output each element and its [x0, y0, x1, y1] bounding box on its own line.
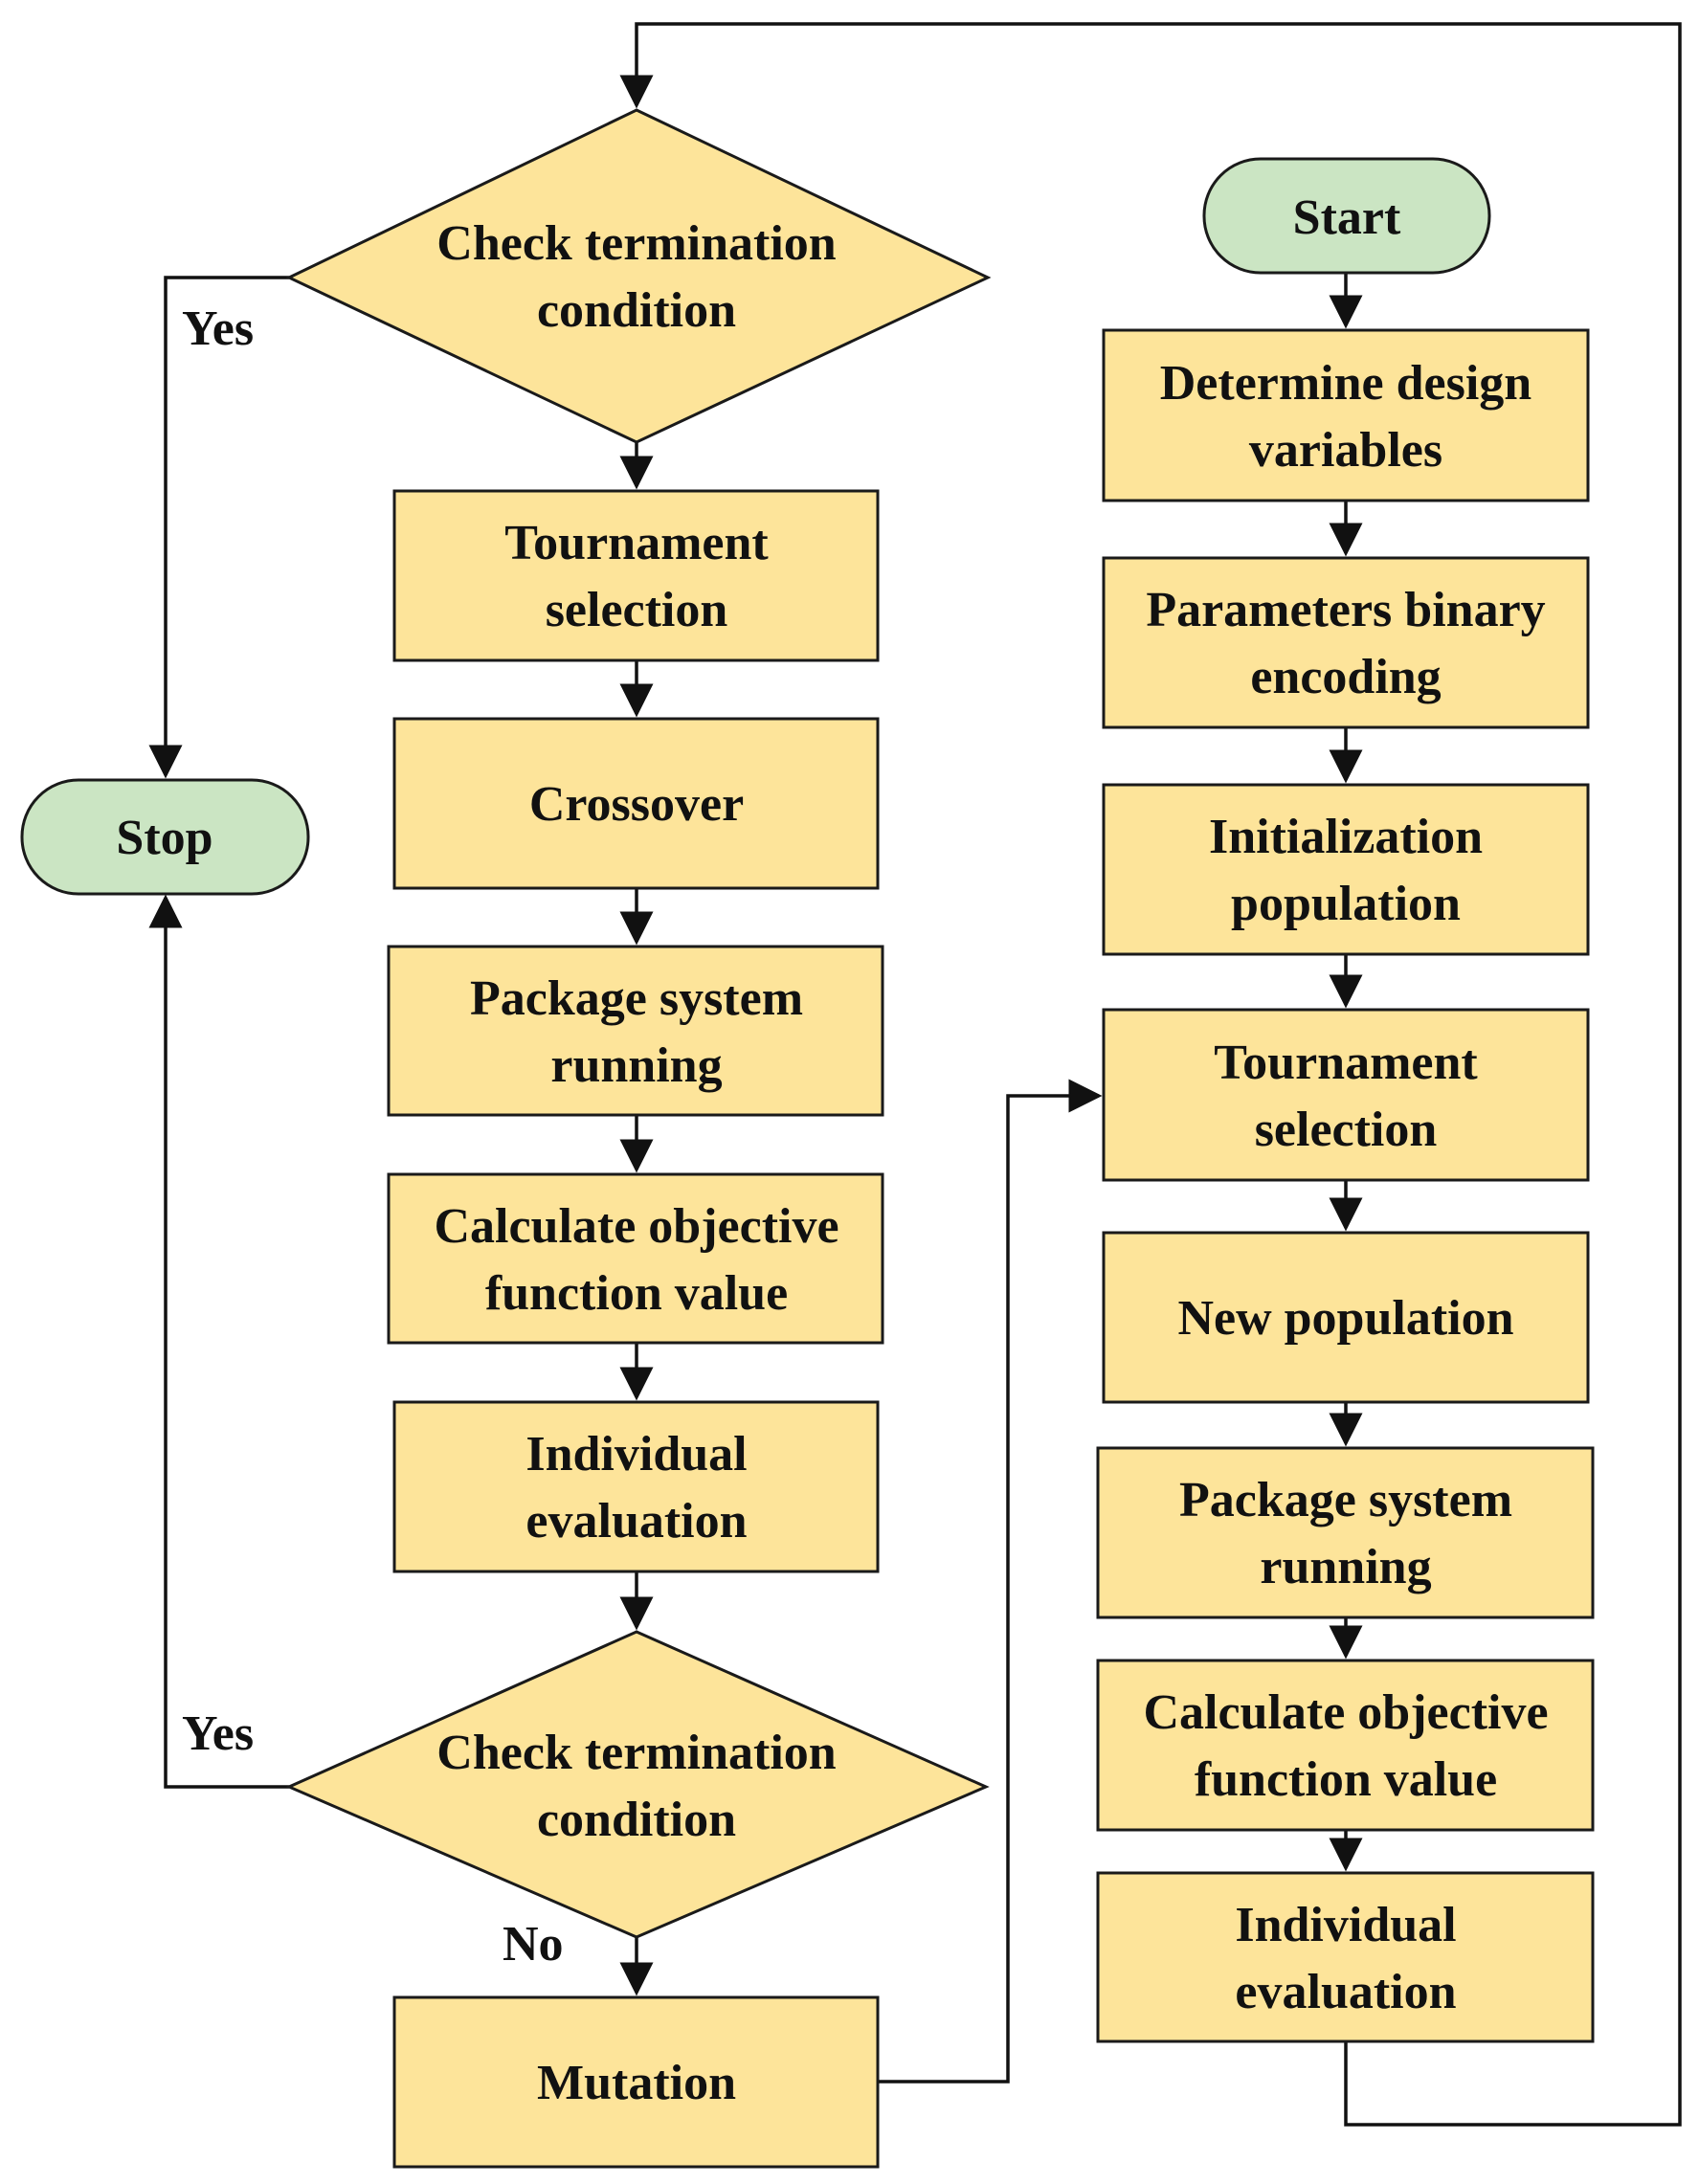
edge-labels: Yes Yes No	[182, 301, 564, 1972]
check-termination-bottom-decision: Check termination condition	[285, 1630, 990, 1939]
label-line: population	[1231, 877, 1461, 931]
edge-top-yes-to-stop	[148, 276, 289, 779]
label-line: Parameters binary	[1146, 583, 1545, 637]
left-package-system-box: Package system running	[387, 945, 884, 1117]
label-line: Initialization	[1209, 810, 1483, 864]
no-label-bottom: No	[503, 1917, 564, 1972]
label-line: running	[550, 1038, 722, 1093]
right-individual-evaluation-label: Individual evaluation	[1235, 1898, 1456, 2019]
label-line: condition	[537, 283, 736, 338]
yes-label-bottom: Yes	[182, 1706, 254, 1761]
new-population-box: New population	[1102, 1231, 1590, 1404]
label-line: evaluation	[1235, 1965, 1456, 2019]
check-termination-top-decision: Check termination condition	[285, 108, 992, 444]
left-calculate-objective-box: Calculate objective function value	[387, 1172, 884, 1345]
initialization-population-box: Initialization population	[1102, 783, 1590, 956]
label-line: encoding	[1250, 650, 1441, 704]
label-line: function value	[1195, 1752, 1497, 1807]
label-line: Determine design	[1160, 356, 1532, 411]
label-line: Tournament	[504, 516, 769, 570]
right-package-system-label: Package system running	[1179, 1473, 1512, 1594]
label-line: Mutation	[537, 2056, 736, 2110]
right-calculate-objective-label: Calculate objective function value	[1143, 1685, 1548, 1807]
determine-design-variables-box: Determine design variables	[1102, 328, 1590, 502]
edge-loop-back	[619, 22, 1682, 2127]
label-line: running	[1260, 1540, 1431, 1594]
determine-design-variables-label: Determine design variables	[1160, 356, 1532, 478]
label-line: Crossover	[529, 777, 744, 832]
new-population-label: New population	[1177, 1291, 1513, 1346]
check-termination-bottom-label: Check termination condition	[436, 1726, 836, 1847]
label-line: selection	[546, 583, 728, 637]
label-line: Stop	[116, 811, 212, 865]
left-individual-evaluation-label: Individual evaluation	[525, 1427, 747, 1549]
right-individual-evaluation-box: Individual evaluation	[1096, 1871, 1595, 2043]
stop-label: Stop	[116, 811, 212, 865]
nodes: Start Stop Check termination condition Ch…	[20, 108, 1595, 2169]
stop-terminal: Stop	[20, 778, 310, 896]
label-line: condition	[537, 1793, 736, 1847]
label-line: Check termination	[436, 216, 836, 271]
start-terminal: Start	[1202, 157, 1491, 275]
label-line: Calculate objective	[1143, 1685, 1548, 1740]
right-tournament-selection-box: Tournament selection	[1102, 1008, 1590, 1182]
label-line: Individual	[525, 1427, 747, 1482]
label-line: Tournament	[1214, 1036, 1478, 1090]
edge-mutation-to-tournament	[879, 1079, 1103, 2084]
label-line: Calculate objective	[434, 1199, 838, 1254]
mutation-label: Mutation	[537, 2056, 736, 2110]
label-line: Individual	[1235, 1898, 1456, 1952]
parameters-binary-encoding-box: Parameters binary encoding	[1102, 556, 1590, 729]
edge-bottom-yes-to-stop	[148, 894, 289, 1789]
left-tournament-selection-box: Tournament selection	[392, 489, 880, 662]
left-package-system-label: Package system running	[470, 971, 803, 1093]
parameters-binary-encoding-label: Parameters binary encoding	[1146, 583, 1545, 704]
label-line: selection	[1255, 1103, 1438, 1157]
mutation-box: Mutation	[392, 1995, 880, 2169]
label-line: Start	[1293, 190, 1401, 245]
left-individual-evaluation-box: Individual evaluation	[392, 1400, 880, 1573]
right-calculate-objective-box: Calculate objective function value	[1096, 1659, 1595, 1832]
crossover-box: Crossover	[392, 717, 880, 890]
check-termination-top-label: Check termination condition	[436, 216, 836, 338]
initialization-population-label: Initialization population	[1209, 810, 1483, 931]
left-tournament-selection-label: Tournament selection	[504, 516, 769, 637]
label-line: variables	[1249, 423, 1442, 478]
label-line: Package system	[1179, 1473, 1512, 1527]
start-label: Start	[1293, 190, 1401, 245]
right-tournament-selection-label: Tournament selection	[1214, 1036, 1478, 1157]
edges	[148, 22, 1682, 2127]
label-line: Check termination	[436, 1726, 836, 1780]
label-line: function value	[485, 1266, 788, 1321]
left-calculate-objective-label: Calculate objective function value	[434, 1199, 838, 1321]
label-line: New population	[1177, 1291, 1513, 1346]
crossover-label: Crossover	[529, 777, 744, 832]
label-line: evaluation	[525, 1494, 747, 1549]
right-package-system-box: Package system running	[1096, 1446, 1595, 1619]
yes-label-top: Yes	[182, 301, 254, 356]
label-line: Package system	[470, 971, 803, 1026]
